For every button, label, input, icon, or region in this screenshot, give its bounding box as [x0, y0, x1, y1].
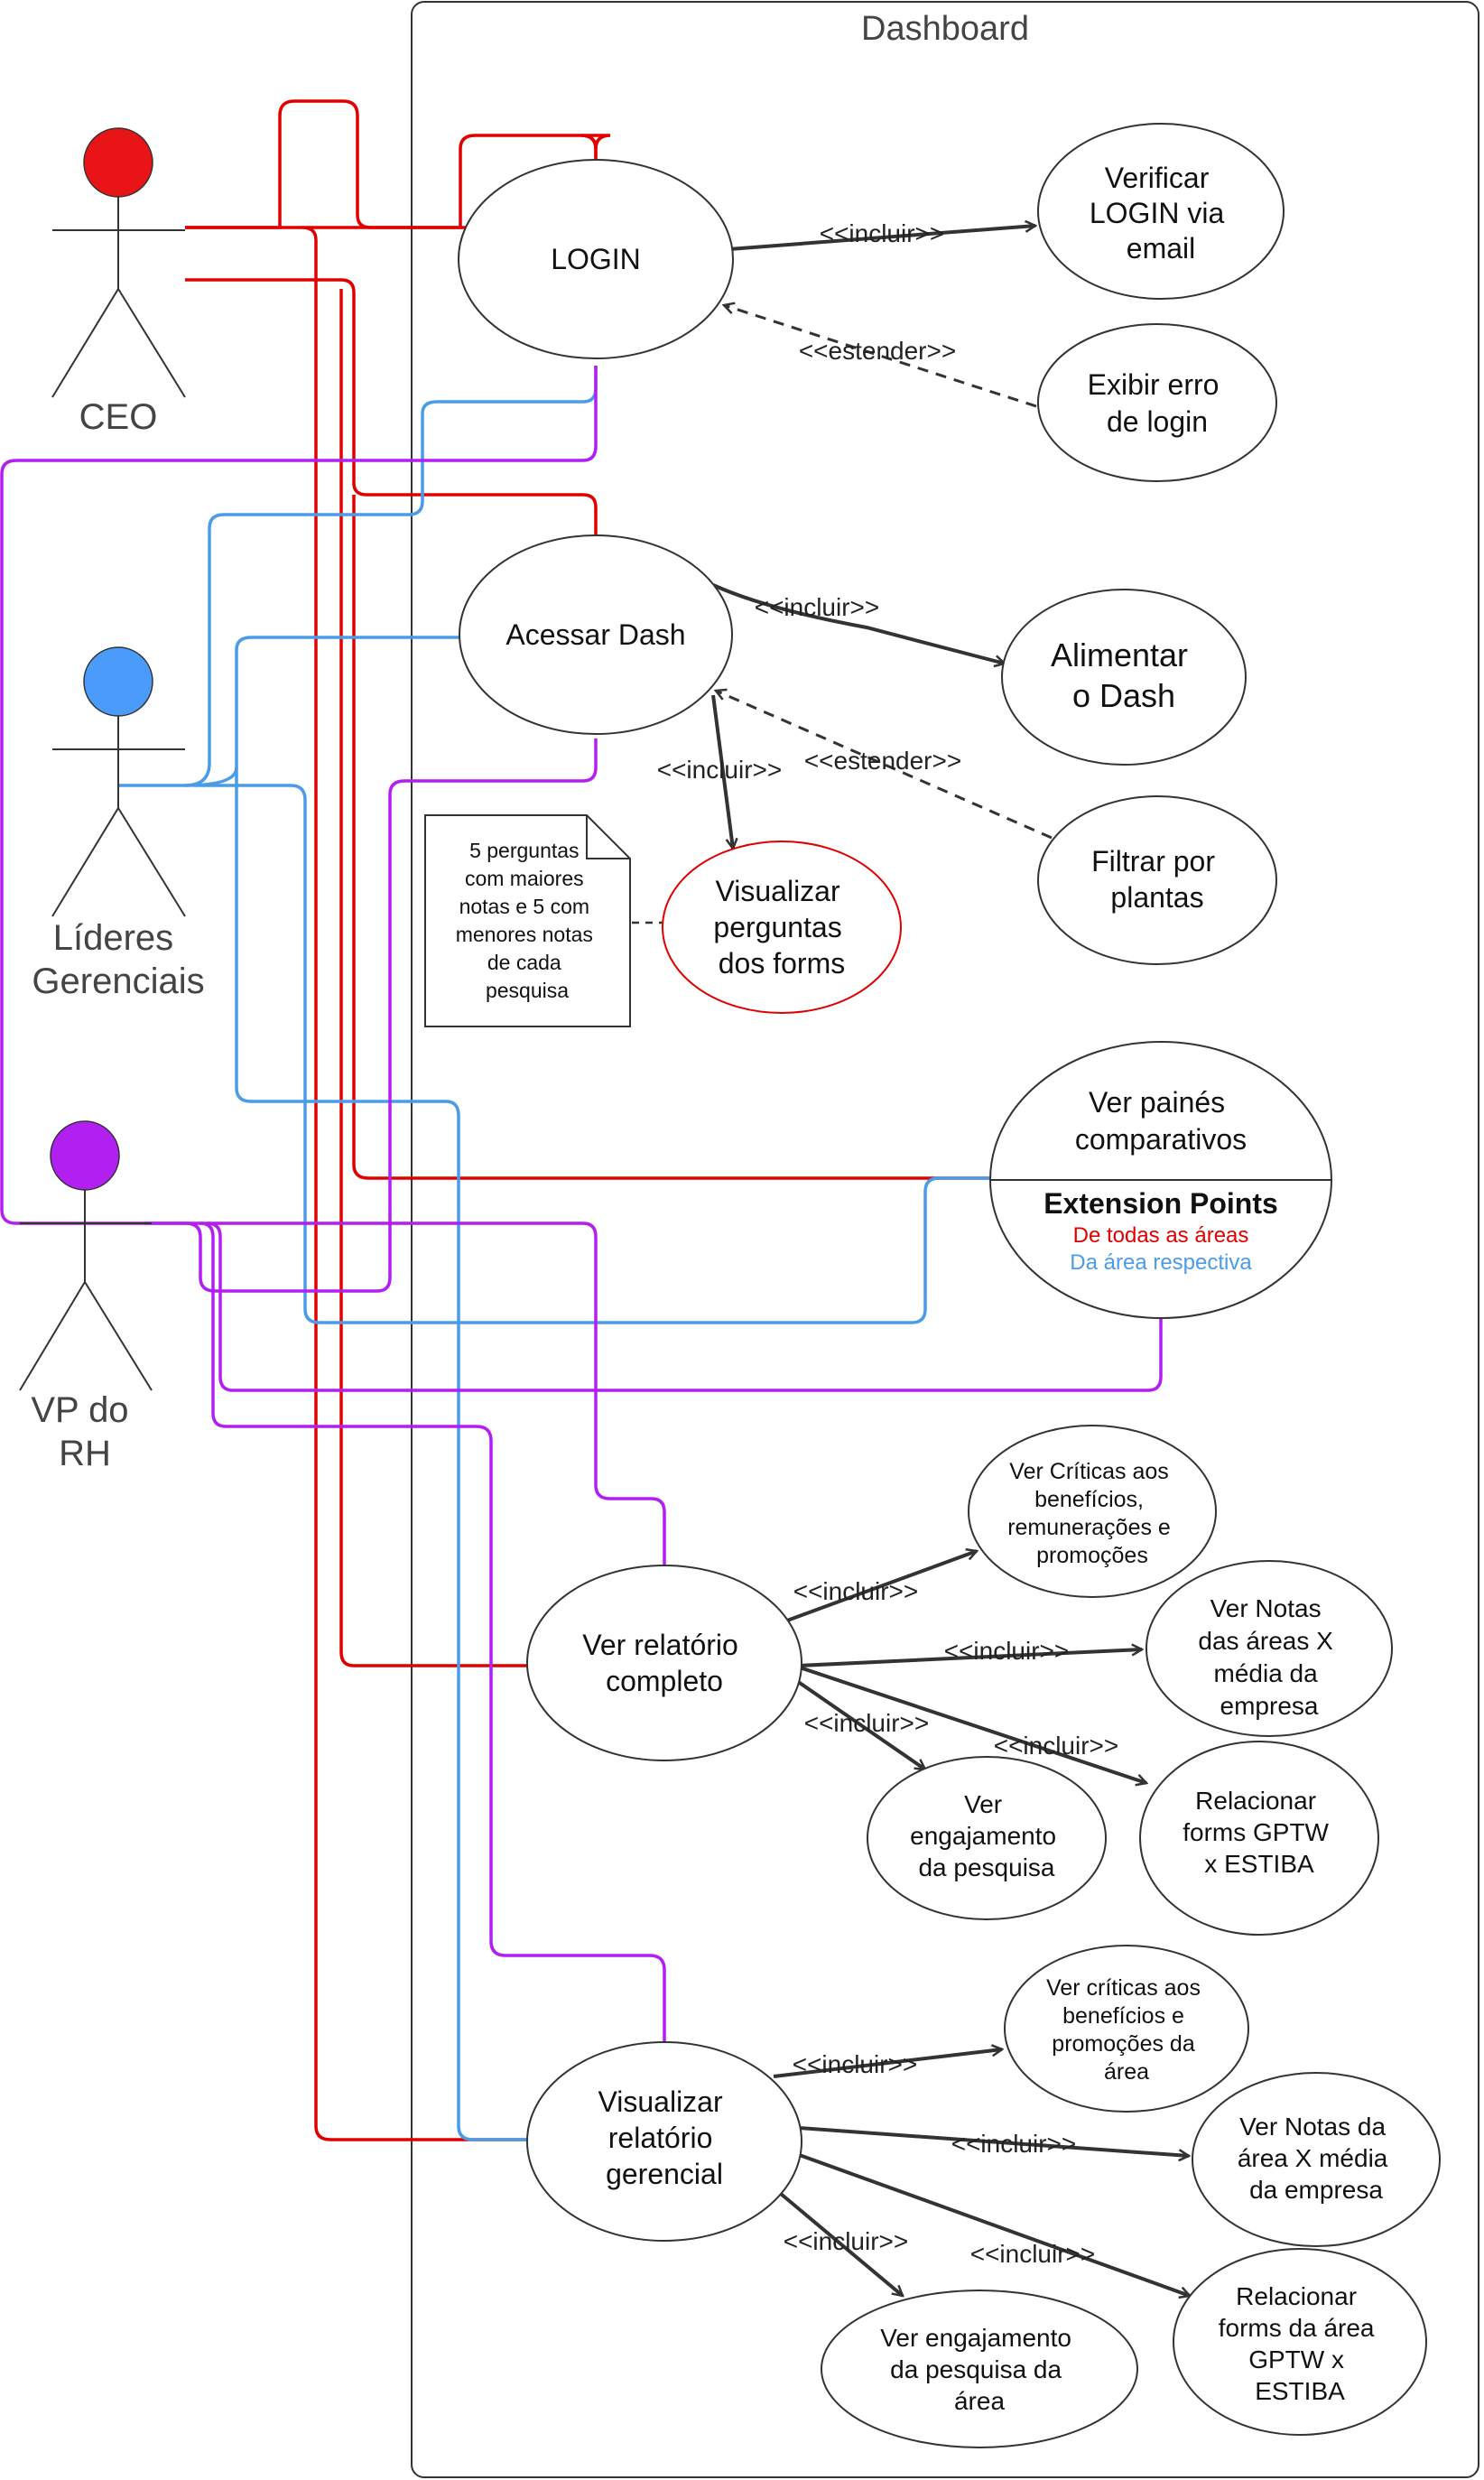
usecase-ver-engajamento-area[interactable]: Ver engajamento da pesquisa da área — [821, 2290, 1138, 2448]
filtrar-extend — [716, 691, 1053, 840]
svg-text:Ver engajamento: Ver engajamento da pesquisa — [910, 1790, 1063, 1881]
ceo-vertical-2 — [339, 289, 528, 1667]
vp-relatorio-gerencial-line — [199, 1221, 666, 2042]
lideres-label: Líderes Gerenciais — [32, 918, 204, 1001]
lideres-vertical-2 — [235, 767, 528, 2141]
label-gerencial-criticas: <<incluir>> — [793, 2050, 918, 2078]
usecase-relatorio-gerencial[interactable]: Visualizar relatório gerencial — [526, 2041, 802, 2242]
usecase-login[interactable]: LOGIN — [458, 159, 734, 359]
svg-text:Ver Críticas aos benef: Ver Críticas aos benefícios, remuneraçõe… — [1007, 1459, 1177, 1568]
lideres-login-line — [117, 366, 598, 787]
lideres-head — [83, 646, 153, 717]
completo-relacionar-include — [793, 1664, 1146, 1783]
label-erro-extend: <<estender>> — [799, 337, 956, 365]
svg-text:Acessar Dash: Acessar Dash — [505, 618, 685, 651]
usecase-paineis-comparativos[interactable]: Ver painés comparativos Extension Points… — [989, 1041, 1332, 1319]
note-perguntas: 5 perguntas com maiores notas e 5 com me… — [424, 814, 631, 1027]
usecase-ver-engajamento[interactable]: Ver engajamento da pesquisa — [867, 1756, 1107, 1920]
label-completo-engajamento: <<incluir>> — [804, 1709, 930, 1737]
use-cases: LOGIN Verificar LOGIN via email Exibir e… — [458, 123, 1441, 2448]
usecase-alimentar-dash[interactable]: Alimentar o Dash — [1001, 589, 1247, 766]
usecase-filtrar-plantas[interactable]: Filtrar por plantas — [1037, 795, 1277, 965]
svg-text:Exibir erro de login: Exibir erro de login — [1088, 368, 1228, 438]
svg-text:Visualizar relatório: Visualizar relatório gerencial — [598, 2085, 730, 2190]
extension-point-todas: De todas as áreas — [1073, 1223, 1249, 1248]
svg-text:Visualizar perguntas: Visualizar perguntas dos forms — [713, 875, 849, 980]
vp-head — [50, 1120, 120, 1191]
relations — [632, 226, 1190, 2296]
svg-text:Ver críticas aos benef: Ver críticas aos benefícios e promoções … — [1046, 1975, 1207, 2085]
actor-ceo[interactable]: CEO — [51, 127, 186, 437]
label-completo-relacionar: <<incluir>> — [994, 1732, 1119, 1760]
svg-text:Ver painés comparativo: Ver painés comparativos — [1075, 1086, 1247, 1156]
svg-text:Ver relatório completo: Ver relatório completo — [582, 1629, 746, 1697]
system-boundary — [411, 1, 1479, 2478]
svg-text:Alimentar o Dash: Alimentar o Dash — [1051, 636, 1197, 714]
ceo-login-line-2 — [185, 134, 598, 229]
vp-relatorio-completo-line — [144, 1221, 666, 1569]
lideres-acessar-line — [184, 636, 460, 787]
label-filtrar-extend: <<estender>> — [804, 747, 961, 775]
acessar-visualizar-include — [711, 694, 733, 849]
svg-text:Ver Notas das áreas X: Ver Notas das áreas X média da empresa — [1198, 1594, 1340, 1720]
extension-points-title: Extension Points — [1043, 1187, 1278, 1220]
label-acessar-alimentar: <<incluir>> — [755, 593, 880, 621]
lideres-vertical-1 — [194, 784, 993, 1324]
label-completo-notas: <<incluir>> — [944, 1637, 1070, 1665]
relation-labels: <<incluir>> <<estender>> <<incluir>> <<i… — [657, 219, 1119, 2268]
vp-paineis-line — [207, 1221, 1163, 1392]
completo-notas-include — [798, 1649, 1142, 1667]
label-gerencial-engajamento: <<incluir>> — [784, 2227, 909, 2255]
usecase-erro-login[interactable]: Exibir erro de login — [1037, 323, 1277, 482]
actor-lideres-gerenciais[interactable]: Líderes Gerenciais — [32, 646, 205, 1001]
ceo-label: CEO — [79, 397, 158, 437]
usecase-ver-notas-area[interactable]: Ver Notas da área X média da empresa — [1192, 2072, 1441, 2247]
usecase-relacionar-forms[interactable]: Relacionar forms GPTW x ESTIBA — [1139, 1741, 1379, 1936]
usecase-ver-criticas[interactable]: Ver Críticas aos benefícios, remuneraçõe… — [968, 1425, 1217, 1598]
acessar-alimentar-include — [712, 583, 1005, 664]
label-gerencial-notas: <<incluir>> — [951, 2130, 1077, 2158]
ceo-acessar-line — [185, 278, 598, 534]
usecase-ver-notas-areas[interactable]: Ver Notas das áreas X média da empresa — [1145, 1560, 1393, 1737]
label-acessar-visualizar: <<incluir>> — [657, 756, 783, 784]
svg-text:5 perguntas com maiores: 5 perguntas com maiores notas e 5 com me… — [456, 839, 599, 1002]
svg-text:LOGIN: LOGIN — [551, 243, 641, 275]
svg-text:Filtrar por plantas: Filtrar por plantas — [1091, 845, 1223, 914]
vp-login-line — [0, 366, 598, 1225]
ceo-paineis-line — [352, 495, 993, 1180]
boundary-title: Dashboard — [861, 10, 1029, 48]
usecase-acessar-dash[interactable]: Acessar Dash — [459, 534, 733, 735]
vp-acessar-line — [144, 738, 598, 1293]
svg-text:Ver Notas da área X mé: Ver Notas da área X média da empresa — [1238, 2113, 1395, 2204]
gerencial-notas-include — [798, 2126, 1189, 2156]
usecase-visualizar-perguntas[interactable]: Visualizar perguntas dos forms — [662, 841, 902, 1014]
actor-vp-rh[interactable]: VP do RH — [19, 1120, 153, 1473]
ceo-vertical-1 — [301, 226, 528, 2141]
extension-point-respectiva: Da área respectiva — [1070, 1250, 1252, 1275]
completo-engajamento-include — [793, 1677, 925, 1771]
gerencial-criticas-include — [773, 2049, 1002, 2078]
svg-text:Ver engajamento da pes: Ver engajamento da pesquisa da área — [880, 2324, 1079, 2415]
usecase-verificar-login[interactable]: Verificar LOGIN via email — [1037, 123, 1285, 300]
label-login-verificar: <<incluir>> — [820, 219, 945, 247]
usecase-relacionar-forms-area[interactable]: Relacionar forms da área GPTW x ESTIBA — [1173, 2248, 1427, 2436]
ceo-head — [83, 127, 153, 198]
login-verificar-include — [728, 226, 1035, 251]
gerencial-relacionar-include — [793, 2151, 1190, 2296]
erro-login-extend — [724, 305, 1037, 408]
actor-connectors — [0, 99, 1163, 2141]
completo-criticas-include — [786, 1551, 977, 1622]
usecase-relatorio-completo[interactable]: Ver relatório completo — [526, 1565, 802, 1761]
svg-text:Verificar LOGIN via: Verificar LOGIN via email — [1090, 162, 1232, 265]
svg-text:Relacionar forms GPTW: Relacionar forms GPTW x ESTIBA — [1183, 1787, 1336, 1878]
svg-text:Relacionar forms da ár: Relacionar forms da área GPTW x ESTIBA — [1219, 2282, 1382, 2405]
label-gerencial-relacionar: <<incluir>> — [970, 2240, 1096, 2268]
vp-label: VP do RH — [31, 1390, 138, 1473]
label-completo-criticas: <<incluir>> — [793, 1577, 919, 1605]
gerencial-engajamento-include — [779, 2192, 903, 2296]
usecase-ver-criticas-area[interactable]: Ver críticas aos benefícios e promoções … — [1004, 1945, 1249, 2113]
